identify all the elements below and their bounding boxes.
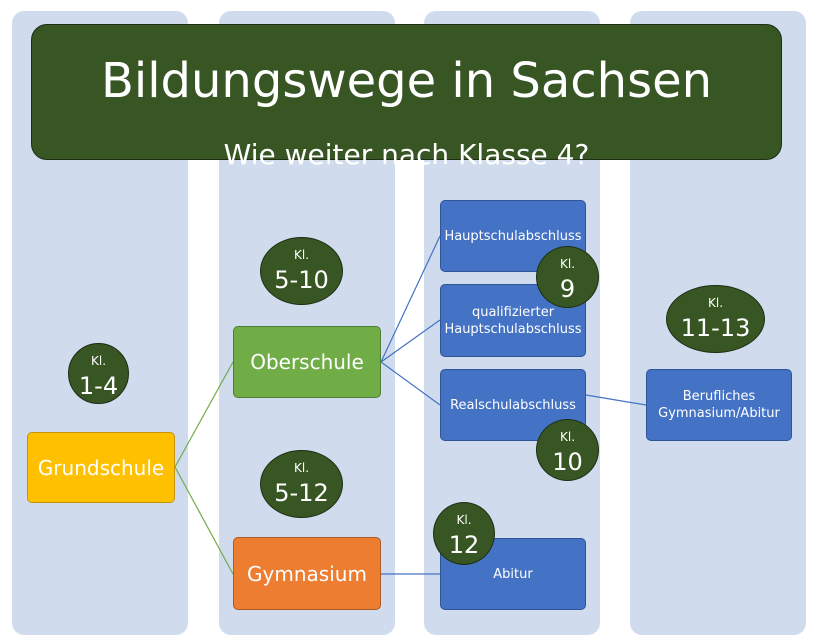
- grade-prefix: Kl.: [293, 248, 310, 262]
- connector-oberschule-hauptschul: [380, 235, 441, 363]
- berufliches-gymnasium-box: Berufliches Gymnasium/Abitur: [646, 369, 792, 441]
- grundschule-box: Grundschule: [27, 432, 175, 503]
- grade-range: 12: [448, 531, 480, 559]
- grade-prefix: Kl.: [90, 354, 107, 368]
- title-banner: Bildungswege in Sachsen Wie weiter nach …: [31, 24, 782, 171]
- grade-prefix: Kl.: [559, 257, 576, 271]
- grade-range: 9: [559, 275, 576, 303]
- grade-badge-11-13: Kl. 11-13: [666, 285, 765, 353]
- grade-range: 5-10: [274, 266, 329, 294]
- page-subtitle: Wie weiter nach Klasse 4?: [223, 138, 590, 171]
- grade-badge-1-4: Kl. 1-4: [68, 343, 129, 404]
- connector-grundschule-gymnasium: [174, 466, 234, 575]
- grade-range: 5-12: [274, 479, 329, 507]
- grade-badge-10: Kl. 10: [536, 419, 599, 481]
- grade-badge-5-10: Kl. 5-10: [260, 237, 343, 305]
- grade-prefix: Kl.: [293, 461, 310, 475]
- connector-realschul-beruflich: [585, 394, 647, 406]
- grade-badge-5-12: Kl. 5-12: [260, 450, 343, 518]
- grade-range: 1-4: [78, 372, 119, 400]
- grade-prefix: Kl.: [559, 430, 576, 444]
- grade-badge-9: Kl. 9: [536, 246, 599, 308]
- connector-grundschule-oberschule: [174, 361, 234, 468]
- connector-oberschule-realschul: [380, 361, 441, 406]
- grade-badge-12: Kl. 12: [433, 502, 495, 565]
- oberschule-box: Oberschule: [233, 326, 381, 398]
- grade-prefix: Kl.: [707, 296, 724, 310]
- connector-oberschule-qualifiziert: [380, 319, 441, 363]
- grade-range: 11-13: [680, 314, 751, 342]
- page-title: Bildungswege in Sachsen: [100, 53, 713, 109]
- gymnasium-box: Gymnasium: [233, 537, 381, 610]
- grade-range: 10: [552, 448, 583, 476]
- grade-prefix: Kl.: [456, 513, 472, 527]
